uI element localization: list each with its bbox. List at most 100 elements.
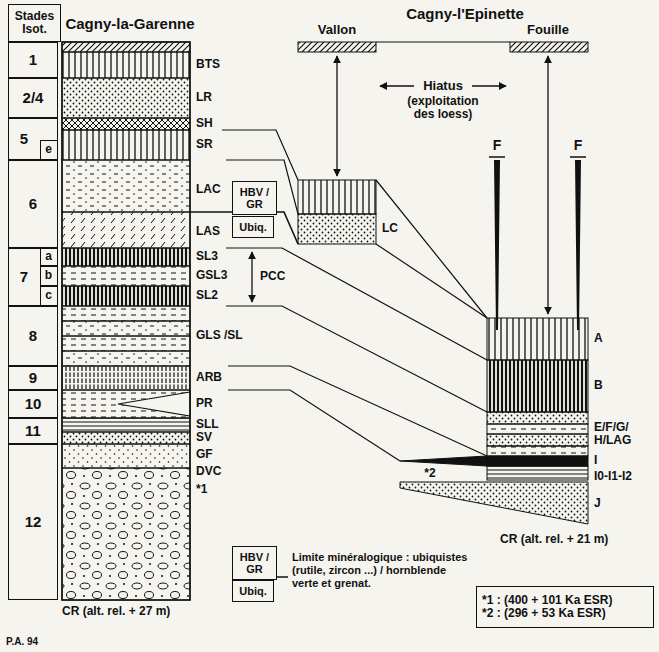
node-text: 6	[29, 196, 37, 213]
node-text: 8	[29, 328, 37, 345]
soil-band	[298, 42, 376, 52]
correlation-lines	[190, 42, 510, 577]
layer-code: SLL	[196, 418, 219, 431]
column-title: Cagny-la-Garenne	[65, 16, 194, 33]
layer-band	[62, 78, 190, 118]
stage-cell: 5e	[8, 118, 58, 160]
layer-code: GF	[196, 448, 213, 461]
layer-band	[62, 248, 190, 266]
altitude-note: CR (alt. rel. + 27 m)	[62, 605, 170, 618]
stage-cell: 12	[8, 444, 58, 600]
layer-code: SL2	[196, 289, 218, 302]
layer-code: SL3	[196, 250, 218, 263]
legend-row: Limite minéralogique : ubiquistes (rutil…	[292, 551, 472, 591]
altitude-note: CR (alt. rel. + 21 m)	[500, 533, 608, 546]
layer-band	[487, 446, 588, 456]
layer-band	[62, 366, 190, 390]
layer-band	[62, 390, 190, 418]
layer-code: A	[594, 332, 603, 345]
node-text: a	[45, 250, 52, 263]
stage-cell: 11	[8, 418, 58, 444]
layer-band	[62, 321, 190, 336]
correlation-line	[226, 248, 487, 360]
hiatus-label: Hiatus	[423, 79, 463, 93]
layer-band	[62, 160, 190, 212]
layer-band	[487, 412, 588, 424]
sub-stage-cell: b	[40, 266, 58, 286]
layer-band	[62, 118, 190, 130]
profile-name: Vallon	[318, 23, 356, 37]
layer-band	[62, 306, 190, 321]
credit: P.A. 94	[6, 636, 38, 647]
layer-band	[62, 286, 190, 306]
fissure-tick	[489, 156, 505, 158]
column-outline	[62, 42, 190, 600]
correlation-line	[228, 366, 487, 456]
correlation-line	[376, 244, 487, 318]
layer-band	[487, 434, 588, 446]
soil-band	[510, 42, 588, 52]
hiatus-arrow	[472, 85, 506, 86]
legend-sample-box: Ubiq.	[232, 580, 274, 602]
layer-band	[487, 360, 588, 412]
layer-band	[62, 212, 190, 248]
node-text: 10	[25, 396, 42, 413]
fissure-wedge	[575, 160, 581, 330]
node-text: *2 : (296 + 53 Ka ESR)	[482, 607, 606, 620]
correlation-line	[376, 180, 487, 318]
layer-code: SH	[196, 117, 213, 130]
node-text: 5	[20, 131, 28, 148]
correlation-line	[222, 130, 298, 180]
layer-wedge	[400, 482, 588, 524]
layer-band	[298, 214, 376, 244]
gravel-band	[62, 468, 190, 600]
mineral-box: HBV / GR	[232, 181, 277, 215]
node-text: HBV / GR	[235, 186, 274, 210]
layer-code: B	[594, 379, 603, 392]
node-text: 7	[20, 269, 28, 286]
double-arrow	[251, 252, 252, 302]
layer-code: LAS	[196, 225, 220, 238]
node-text: e	[45, 143, 52, 156]
double-arrow	[336, 56, 337, 176]
black-wedge	[400, 456, 487, 466]
legend-sample-box: HBV / GR	[232, 546, 277, 580]
sub-stage-cell: e	[40, 140, 58, 160]
layer-band	[62, 351, 190, 366]
layer-code: I0-I1-I2	[594, 470, 632, 483]
layer-band	[62, 336, 190, 351]
bracket-label: PCC	[260, 270, 285, 283]
layer-band	[62, 432, 190, 444]
arrows	[252, 56, 548, 314]
correlation-line	[226, 160, 298, 214]
node-text: 9	[29, 370, 37, 387]
double-arrow	[547, 56, 548, 314]
node-text: b	[45, 269, 52, 282]
profile-name: Fouille	[527, 23, 569, 37]
header-cell: Stades Isot.	[8, 4, 61, 42]
layer-code: I	[594, 454, 597, 467]
layer-band	[62, 266, 190, 286]
node-text: c	[45, 289, 52, 302]
node-text: Stades Isot.	[11, 10, 58, 36]
node-text: Ubiq.	[239, 585, 267, 597]
node-text: 2/4	[23, 90, 44, 107]
layer-band	[62, 52, 190, 78]
hiatus-note: (exploitation des loess)	[397, 95, 489, 121]
layer-code: SV	[196, 431, 212, 444]
layer-band	[487, 318, 588, 360]
layer-code: LC	[382, 222, 398, 235]
layer-code: LAC	[196, 183, 221, 196]
layer-band	[487, 466, 588, 480]
legend-text: Limite minéralogique : ubiquistes (rutil…	[292, 551, 472, 591]
layer-code: J	[594, 497, 601, 510]
layer-code: BTS	[196, 58, 220, 71]
node-text: 12	[25, 514, 42, 531]
date-marker: *1	[196, 483, 207, 496]
sub-stage-cell: c	[40, 286, 58, 306]
wedge-shape	[118, 392, 190, 416]
fissure-label: F	[493, 138, 502, 153]
stage-cell: 10	[8, 390, 58, 418]
stage-cell: 6	[8, 160, 58, 248]
